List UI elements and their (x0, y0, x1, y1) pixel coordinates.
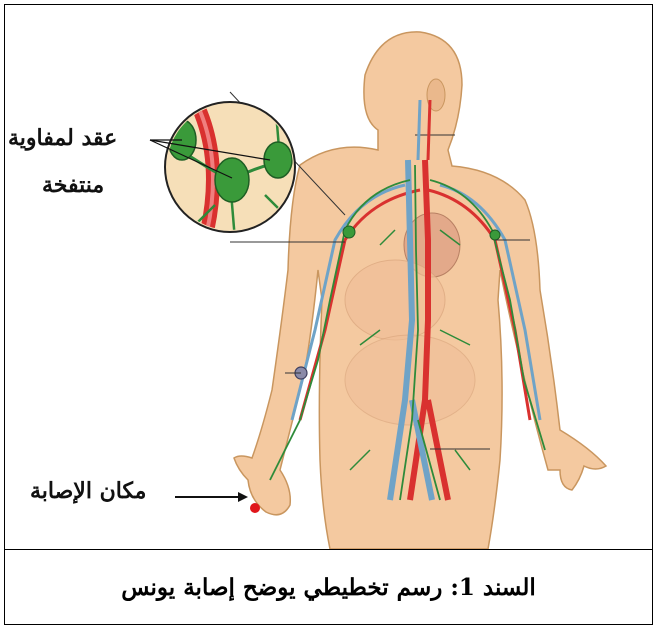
caption-number: 1 (459, 574, 475, 601)
caption-prefix: السند (483, 574, 536, 601)
caption-text: : رسم تخطيطي يوضح إصابة يونس (121, 574, 459, 601)
swollen-nodes-label: عقد لمفاوية (8, 125, 117, 151)
injury-site-marker (250, 503, 260, 513)
lymphatic-system-illustration (0, 0, 659, 549)
injury-site-label: مكان الإصابة (30, 478, 146, 504)
figure-caption: السند 1: رسم تخطيطي يوضح إصابة يونس (4, 550, 653, 625)
swollen-nodes-label-line2: منتفخة (42, 172, 104, 198)
human-body (234, 32, 606, 549)
